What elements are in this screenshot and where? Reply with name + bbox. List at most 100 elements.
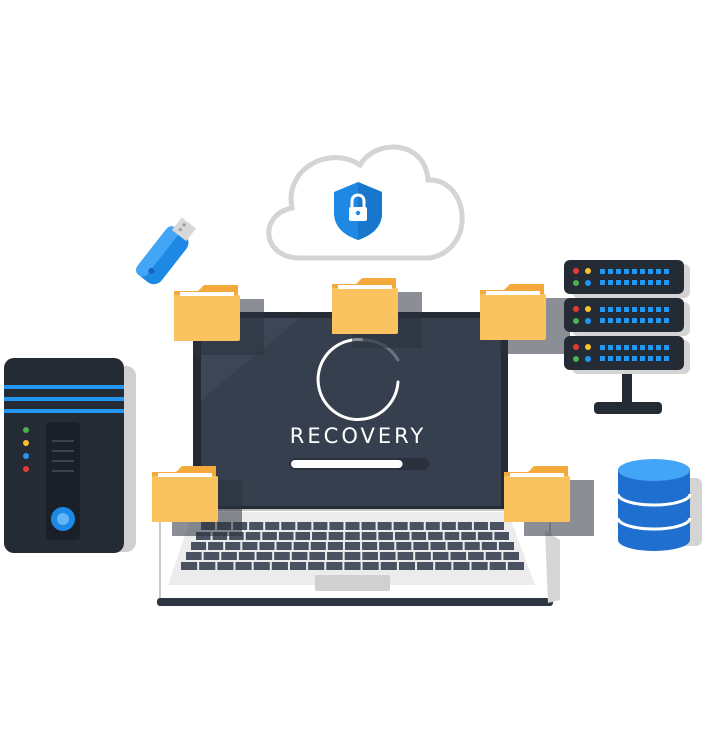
keyboard-key	[221, 552, 237, 560]
keyboard-key	[310, 542, 326, 550]
keyboard-key	[417, 562, 434, 570]
folder-icon	[152, 466, 242, 536]
keyboard-key	[344, 552, 361, 560]
keyboard-key	[328, 532, 344, 540]
keyboard-key	[468, 552, 484, 560]
folder-icon	[504, 466, 594, 536]
keyboard-key	[344, 542, 361, 550]
keyboard-key	[291, 552, 308, 560]
keyboard-key	[457, 522, 472, 530]
keyboard-key	[380, 562, 397, 570]
keyboard-key	[327, 552, 343, 560]
keyboard-key	[481, 542, 497, 550]
keyboard-key	[289, 562, 307, 570]
trackpad	[315, 575, 390, 591]
keyboard-key	[217, 562, 234, 570]
keyboard-key	[398, 562, 416, 570]
keyboard-key	[259, 542, 275, 550]
keyboard-key	[507, 562, 524, 570]
keyboard-key	[281, 522, 296, 530]
keyboard-key	[485, 552, 502, 560]
keyboard-key	[199, 562, 216, 570]
keyboard-key	[503, 552, 519, 560]
keyboard-key	[435, 562, 452, 570]
keyboard-key	[295, 532, 311, 540]
keyboard-key	[444, 532, 460, 540]
keyboard-key	[186, 552, 202, 560]
keyboard-key	[361, 532, 377, 540]
keyboard-key	[411, 532, 427, 540]
keyboard-key	[208, 542, 224, 550]
keyboard-key	[377, 522, 392, 530]
keyboard-key	[394, 532, 410, 540]
keyboard-key	[361, 522, 376, 530]
keyboard-key	[242, 542, 258, 550]
keyboard-key	[309, 552, 326, 560]
keyboard-key	[471, 562, 488, 570]
folders	[152, 278, 594, 536]
keyboard-key	[313, 522, 328, 530]
keyboard-key	[393, 522, 408, 530]
keyboard-key	[249, 522, 264, 530]
database-icon	[616, 459, 702, 551]
keyboard-key	[326, 562, 343, 570]
keyboard-key	[441, 522, 456, 530]
keyboard-key	[489, 562, 506, 570]
keyboard-key	[415, 552, 431, 560]
keyboard-key	[253, 562, 270, 570]
folder-icon	[480, 284, 570, 354]
folder-icon	[332, 278, 422, 348]
keyboard-key	[262, 532, 277, 540]
server-tower-icon	[4, 358, 136, 553]
keyboard-key	[447, 542, 463, 550]
keyboard	[181, 522, 524, 570]
keyboard-key	[327, 542, 343, 550]
keyboard-key	[276, 542, 292, 550]
server-unit	[564, 298, 690, 336]
keyboard-key	[494, 532, 509, 540]
keyboard-key	[489, 522, 504, 530]
keyboard-key	[278, 532, 294, 540]
keyboard-key	[425, 522, 440, 530]
keyboard-key	[238, 552, 255, 560]
progress-fill	[291, 460, 403, 468]
keyboard-key	[256, 552, 273, 560]
keyboard-key	[345, 532, 360, 540]
keyboard-key	[396, 542, 412, 550]
keyboard-key	[297, 522, 312, 530]
keyboard-key	[293, 542, 309, 550]
keyboard-key	[397, 552, 414, 560]
laptop-icon	[157, 312, 560, 606]
keyboard-key	[379, 542, 395, 550]
keyboard-key	[191, 542, 207, 550]
server-rack-icon	[564, 260, 690, 414]
keyboard-key	[345, 522, 360, 530]
folder-icon	[174, 285, 264, 355]
keyboard-key	[453, 562, 470, 570]
keyboard-key	[235, 562, 252, 570]
keyboard-key	[265, 522, 280, 530]
keyboard-key	[432, 552, 449, 560]
shield-lock-icon	[334, 182, 382, 240]
keyboard-key	[245, 532, 261, 540]
keyboard-key	[329, 522, 344, 530]
keyboard-key	[362, 552, 378, 560]
keyboard-key	[378, 532, 393, 540]
keyboard-key	[379, 552, 396, 560]
keyboard-key	[430, 542, 446, 550]
recovery-label: RECOVERY	[289, 424, 427, 448]
keyboard-key	[498, 542, 514, 550]
keyboard-key	[450, 552, 467, 560]
usb-drive-icon	[135, 217, 196, 285]
keyboard-key	[203, 552, 220, 560]
keyboard-key	[413, 542, 429, 550]
keyboard-key	[464, 542, 480, 550]
keyboard-key	[362, 562, 379, 570]
server-unit	[564, 260, 690, 298]
keyboard-key	[428, 532, 443, 540]
keyboard-key	[274, 552, 290, 560]
keyboard-key	[181, 562, 198, 570]
keyboard-key	[308, 562, 325, 570]
keyboard-key	[271, 562, 288, 570]
